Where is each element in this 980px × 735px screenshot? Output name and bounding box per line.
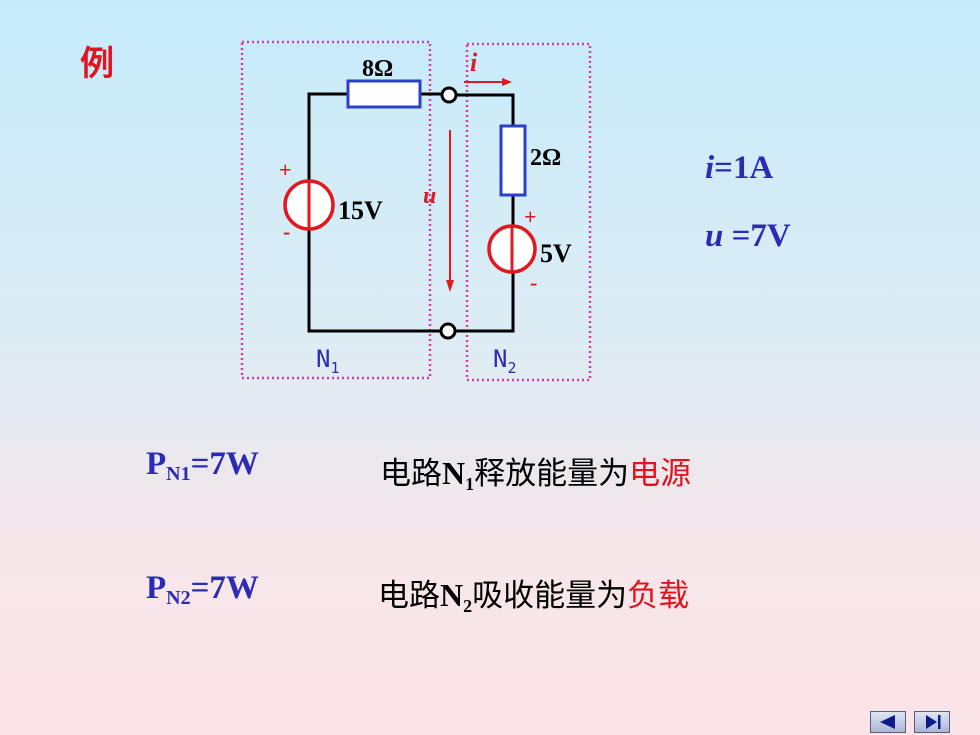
desc-n1-prefix: 电路 (380, 456, 442, 492)
label-15v: 15V (338, 196, 383, 225)
result-current-var: i (705, 150, 715, 186)
plus-5v: + (524, 204, 537, 229)
label-5v: 5V (540, 239, 572, 268)
result-voltage: u =7V (705, 218, 791, 255)
label-n2: N2 (493, 345, 516, 377)
power-n1-value: =7W (190, 446, 259, 482)
desc-n2-highlight: 负载 (627, 578, 690, 614)
power-n2-value: =7W (190, 570, 259, 606)
desc-n2-n: N (440, 577, 464, 613)
label-8ohm: 8Ω (362, 56, 393, 82)
label-current-i: i (470, 48, 478, 77)
example-label: 例 (80, 46, 114, 83)
result-voltage-var: u (705, 218, 724, 254)
desc-n1-sub: 1 (465, 474, 475, 494)
power-n2-symbol: P (146, 570, 167, 606)
plus-15v: + (279, 157, 292, 182)
prev-slide-button[interactable] (870, 711, 906, 733)
desc-n2-prefix: 电路 (378, 578, 440, 614)
label-n1: N1 (316, 345, 339, 377)
resistor-8ohm (346, 79, 422, 109)
power-n2: PN2=7W (146, 570, 259, 610)
power-n1-symbol: P (146, 446, 167, 482)
power-n1: PN1=7W (146, 446, 259, 486)
resistor-2ohm (499, 124, 527, 197)
label-2ohm: 2Ω (530, 145, 561, 171)
desc-n1-n: N (442, 455, 466, 491)
desc-n1-highlight: 电源 (629, 456, 692, 492)
circuit-diagram: 8Ω 2Ω 15V 5V i u + - + - N1 N2 (240, 40, 592, 382)
label-voltage-u: u (423, 183, 436, 209)
minus-5v: - (530, 270, 537, 295)
result-current: i=1A (705, 150, 773, 187)
network-n2-box (465, 42, 592, 382)
result-current-value: =1A (714, 150, 774, 186)
power-n2-subscript: N2 (166, 587, 191, 609)
power-n1-subscript: N1 (166, 463, 191, 485)
desc-n1-middle: 释放能量为 (474, 456, 630, 492)
triangle-left-icon (880, 715, 895, 729)
skip-next-icon (926, 715, 941, 729)
result-voltage-value: =7V (723, 218, 791, 254)
desc-n2-middle: 吸收能量为 (472, 578, 628, 614)
desc-n2-sub: 2 (463, 596, 473, 616)
terminal-top (440, 86, 458, 104)
minus-15v: - (283, 219, 290, 244)
voltage-arrow-head (446, 280, 454, 292)
network-n1-box (240, 40, 432, 380)
next-slide-button[interactable] (914, 711, 950, 733)
terminal-bottom (439, 322, 457, 340)
desc-n2: 电路N2吸收能量为负载 (378, 570, 689, 617)
desc-n1: 电路N1释放能量为电源 (380, 448, 691, 495)
current-arrow-head (502, 78, 512, 86)
